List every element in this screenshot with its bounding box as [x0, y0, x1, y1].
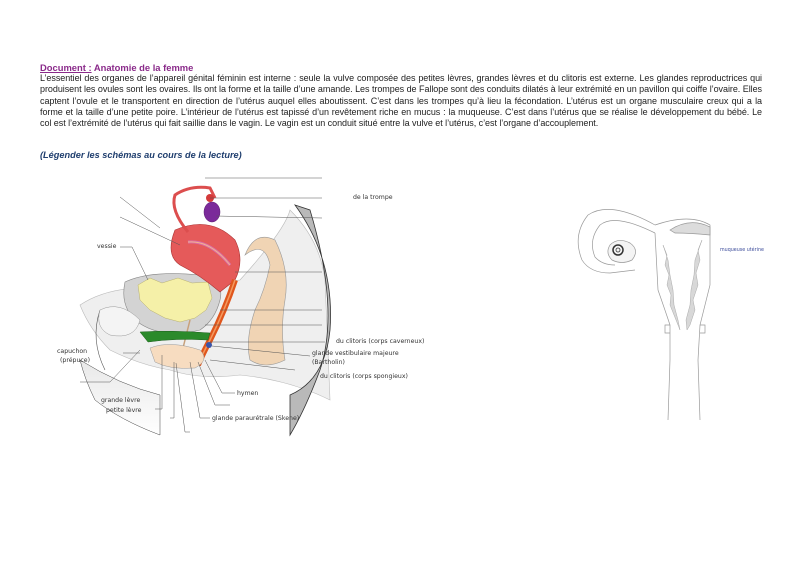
document-label: Document :	[40, 62, 92, 73]
label-skene: glande paraurétrale (Skene)	[212, 415, 300, 422]
instruction-text: (Légender les schémas au cours de la lec…	[40, 150, 242, 160]
uterine-mucosa-right	[685, 239, 703, 331]
frontal-uterus-illustration	[577, 209, 711, 420]
fallopian-tube-outline	[577, 209, 656, 274]
label-capuchon-1: capuchon	[57, 348, 88, 355]
document-header: Document : Anatomie de la femme L’essent…	[40, 62, 762, 129]
label-bartholin-1: glande vestibulaire majeure	[312, 350, 399, 357]
label-petite-levre: petite lèvre	[106, 407, 142, 414]
label-trompe: de la trompe	[353, 194, 393, 201]
document-title: Document : Anatomie de la femme	[40, 62, 762, 73]
pubic-bone	[98, 306, 141, 337]
buttock-region	[289, 204, 331, 437]
uterine-mucosa	[662, 244, 681, 331]
label-hymen: hymen	[237, 390, 259, 397]
bartholin-gland	[206, 342, 212, 348]
bladder	[137, 277, 213, 323]
document-title-text: Anatomie de la femme	[93, 62, 194, 73]
sagittal-anatomy-figure: de la trompe vessie du clitoris (corps c…	[40, 170, 424, 440]
sagittal-anatomy-illustration	[79, 177, 331, 437]
uterus-outline	[654, 218, 711, 420]
label-capuchon-2: (prépuce)	[60, 357, 91, 364]
ovary	[203, 201, 221, 223]
label-vessie: vessie	[97, 243, 117, 250]
rectum	[244, 236, 287, 366]
frontal-uterus-figure: muqueuse utérine	[570, 195, 770, 420]
label-grande-levre: grande lèvre	[101, 397, 141, 404]
fallopian-tube	[172, 185, 217, 233]
vulva	[149, 344, 205, 369]
leader-lines	[80, 177, 325, 433]
clitoris-body	[139, 330, 211, 343]
label-corps-spongieux: du clitoris (corps spongieux)	[320, 373, 408, 380]
ovary-outline	[607, 240, 636, 263]
label-bartholin-2: (Bartholin)	[312, 359, 345, 366]
document-paragraph: L’essentiel des organes de l’appareil gé…	[40, 73, 762, 129]
thigh-shading	[79, 359, 161, 436]
label-muqueuse: muqueuse utérine	[720, 248, 764, 253]
label-corps-caverneux: du clitoris (corps caverneux)	[336, 338, 425, 345]
